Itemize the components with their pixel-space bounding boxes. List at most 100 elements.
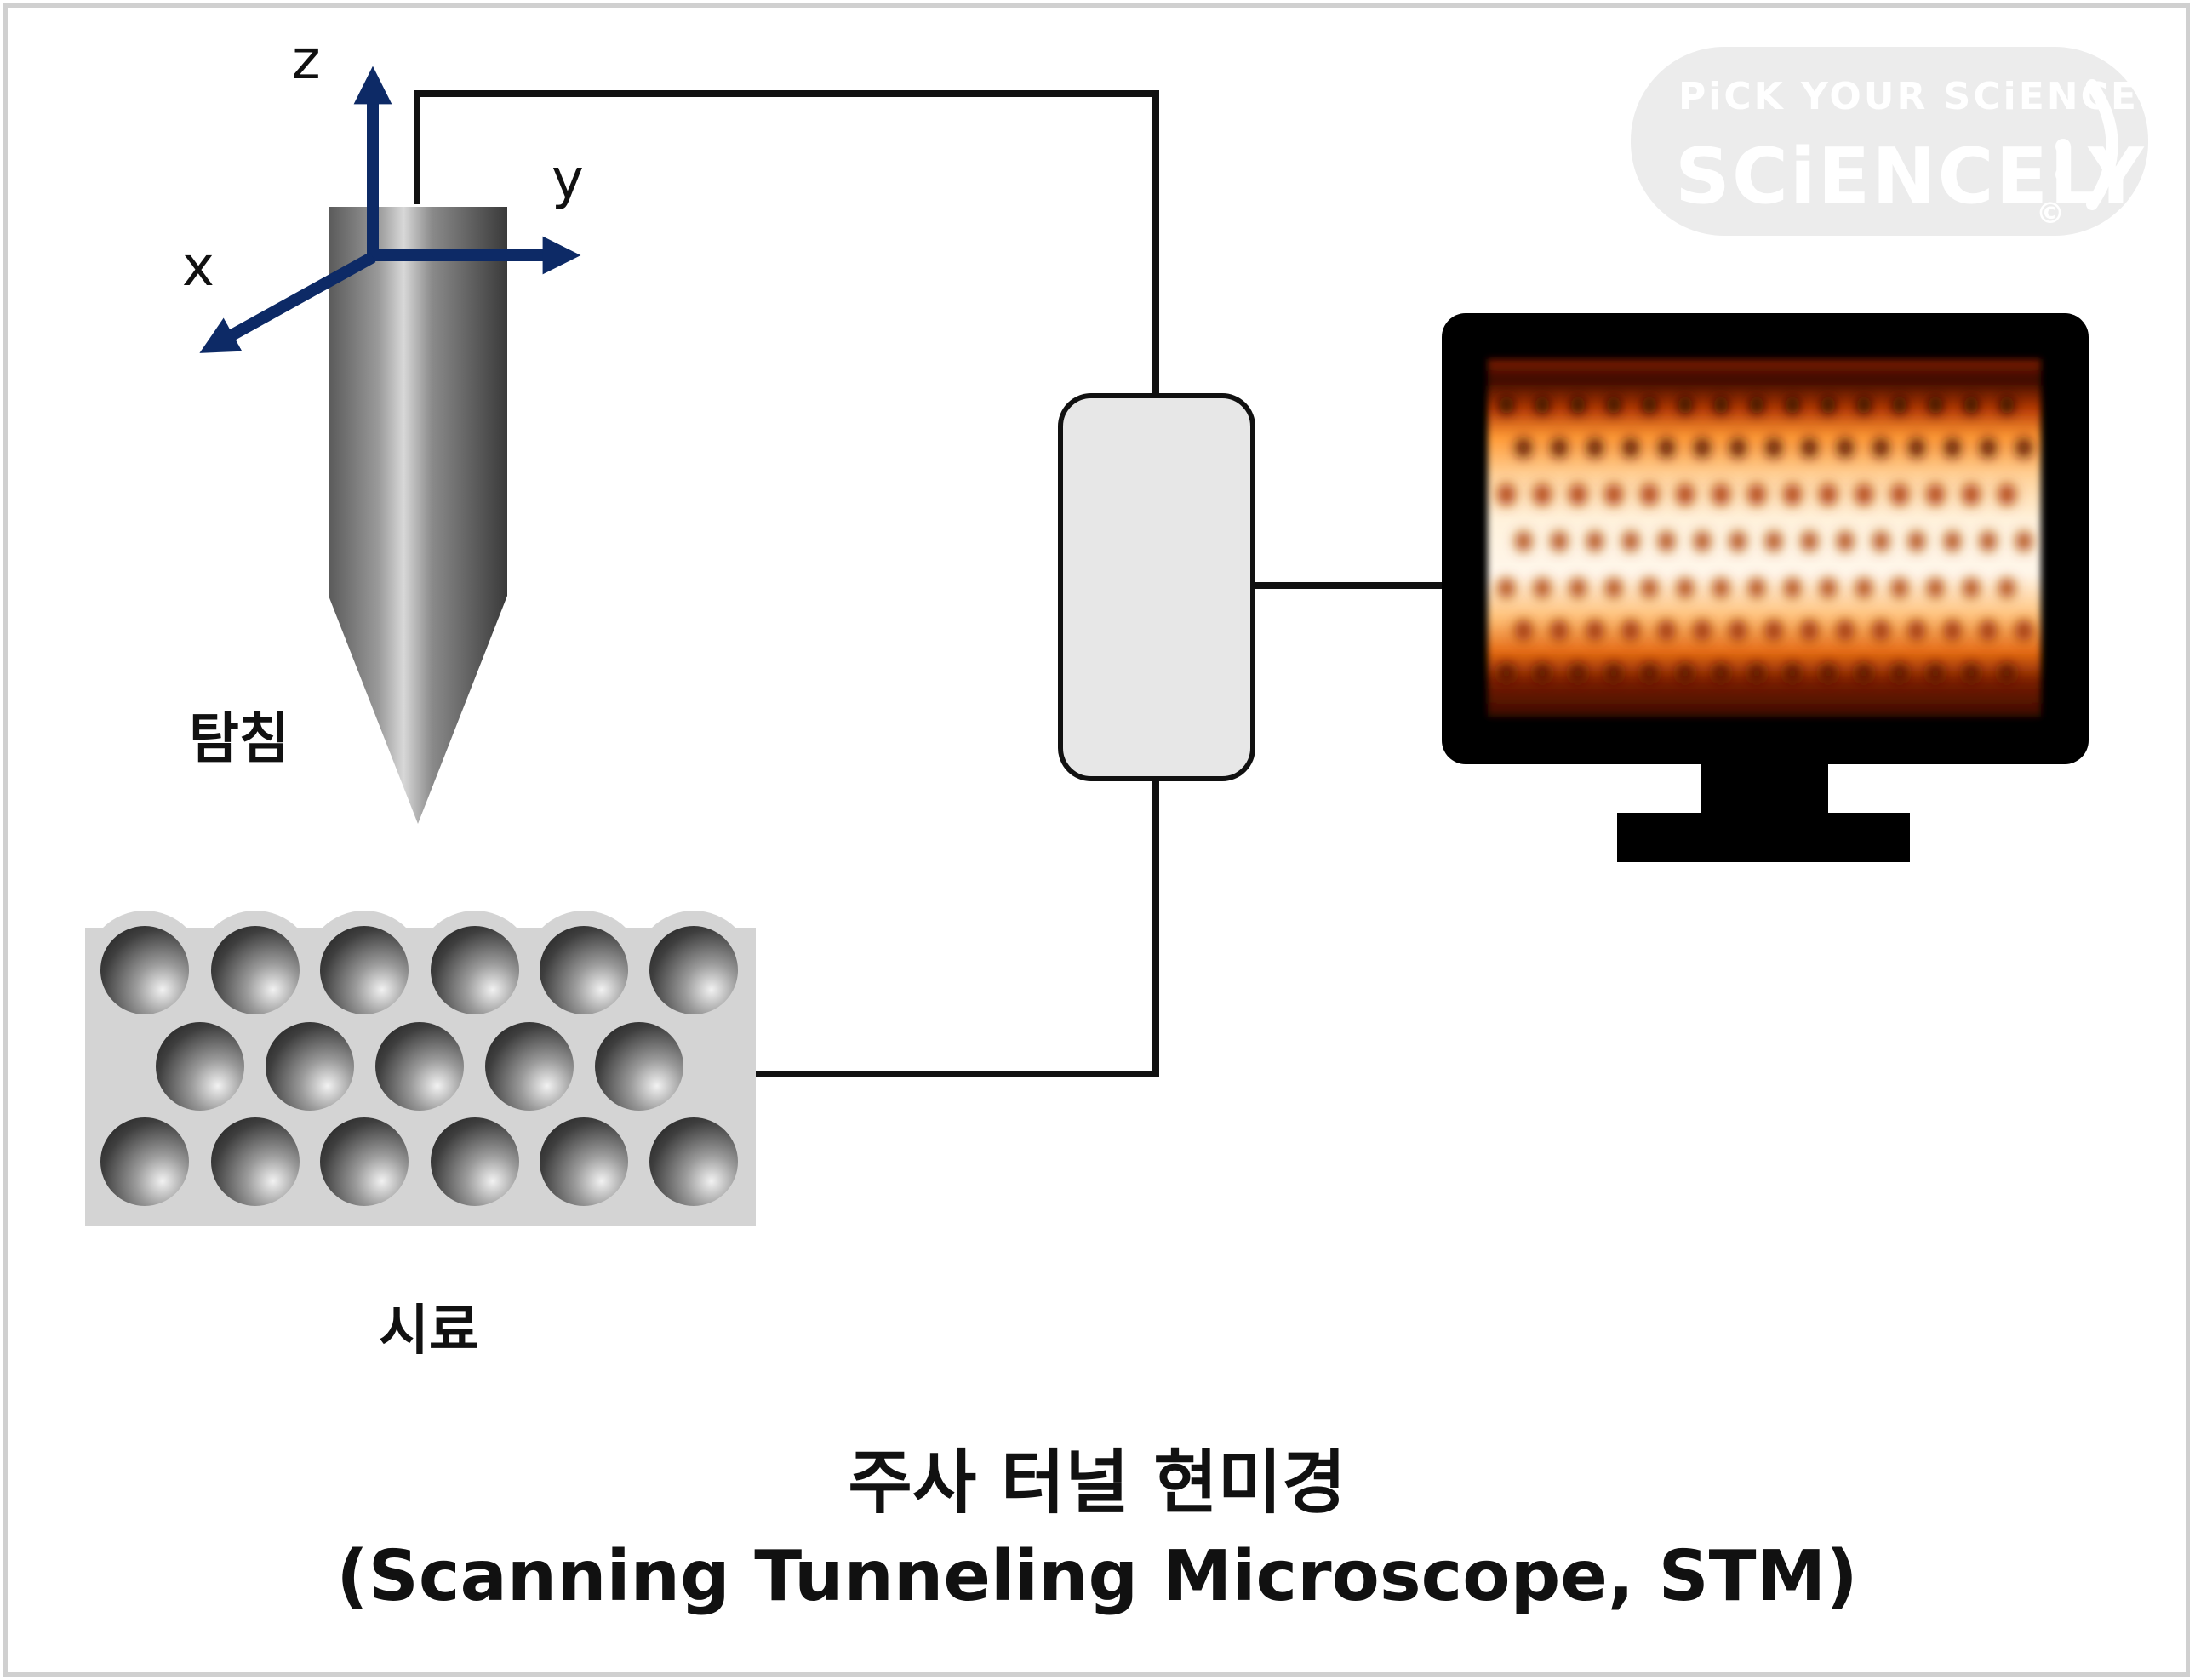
stm-image-dot [1533,483,1552,506]
logo-copyright: © [2036,197,2065,231]
stm-image-dot [1497,483,1516,506]
probe-label: 탐침 [189,708,289,771]
stm-image-dot [1926,483,1945,506]
z-axis-label: z [292,29,321,92]
monitor-icon [1442,313,2089,862]
stm-image-dot [1729,620,1747,642]
stm-image-dot [1606,396,1621,414]
stm-image-dot [2015,437,2032,458]
sample-atom [320,926,409,1014]
sample-atom [649,1117,738,1206]
stm-image-dot [1569,663,1586,683]
stm-image-dot [1963,396,1979,414]
sample-atom [100,926,189,1014]
stm-image-dot [1498,663,1515,683]
stm-image-dot [1785,396,1800,414]
stm-image-dot [1784,663,1801,683]
stm-image-dot [1980,531,1997,551]
stm-image-dot [1515,531,1532,551]
stm-image-dot [1891,578,1908,598]
stm-image-dot [1765,437,1782,458]
stm-image-dot [1551,531,1568,551]
stm-image-dot [1621,620,1640,642]
stm-image-dot [1872,531,1889,551]
stm-image-dot [1694,437,1711,458]
stm-image-dot [1748,663,1765,683]
sample-atom [431,926,519,1014]
stm-image-dot [1999,396,2015,414]
stm-image-dot [1927,663,1944,683]
stm-image-dot [1678,396,1693,414]
control-box-icon [1058,393,1255,781]
sample-atom [320,1117,409,1206]
logo-tagline: PiCK YOUR SCiENCE [1678,75,2139,118]
sample-atom [211,926,300,1014]
stm-image-dot [1605,578,1622,598]
stm-image-dot [1820,578,1837,598]
stm-image-dot [1907,620,1926,642]
stm-image-dot [1801,437,1818,458]
stm-image-dot [1586,620,1604,642]
sciencely-logo: PiCK YOUR SCiENCE SCiENCELY © [1631,47,2148,236]
stm-image-dot [1890,483,1909,506]
stm-image-dot [1712,663,1729,683]
sample-atom [649,926,738,1014]
stm-image-dot [1837,437,1854,458]
stm-image-dot [1872,620,1890,642]
stm-image-dot [1836,620,1855,642]
sample-atom [100,1117,189,1206]
stm-image-dot [1677,578,1694,598]
sample-atom [540,1117,628,1206]
stm-image-dot [1586,531,1603,551]
stm-image-dot [1641,663,1658,683]
stm-image-dot [1569,578,1586,598]
stm-image-dot [1783,483,1802,506]
axis-arrows-icon [199,66,581,353]
stm-image-dot [1855,483,1873,506]
sample-atom [431,1117,519,1206]
stm-image-dot [1515,437,1532,458]
stm-image-dot [1764,620,1783,642]
sample-atom [540,926,628,1014]
stm-image-dot [1570,396,1586,414]
title-korean: 주사 터널 현미경 [848,1443,1346,1523]
y-axis-label: y [552,148,584,211]
stm-image-dot [1998,663,2015,683]
stm-image-dot [2015,620,2033,642]
stm-image-dot [1712,578,1729,598]
sample-atom [485,1022,574,1111]
stm-image-dot [1658,437,1675,458]
stm-image-dot [1550,620,1569,642]
sample-atom [156,1022,244,1111]
stm-image-dot [1693,620,1712,642]
stm-image-dot [1800,620,1819,642]
sample-label: 시료 [379,1300,479,1363]
stm-image-dot [1979,620,1998,642]
stm-image-dot [1821,396,1836,414]
stm-image-dot [1642,396,1657,414]
stm-image-dot [1872,437,1889,458]
stm-image-dot [1747,483,1766,506]
probe-tip-icon [329,207,507,824]
stm-image-dot [1641,578,1658,598]
stm-image-dot [1694,531,1711,551]
stm-image-dot [1534,663,1551,683]
stm-image-dot [1514,620,1533,642]
stm-image-dot [1908,437,1925,458]
sample-atom [211,1117,300,1206]
stm-image-dot [1622,437,1639,458]
stm-image-dot [1944,531,1961,551]
stm-image-dot [1837,531,1854,551]
sample-atom [266,1022,354,1111]
stm-image-dot [1605,663,1622,683]
x-axis-label: x [182,236,214,299]
stm-image-dot [1943,620,1962,642]
stm-image-dot [1892,396,1907,414]
stm-image-screen [1488,359,2041,717]
sample-atoms-icon [85,911,756,1226]
stm-image-dot [1820,663,1837,683]
stm-image-dot [1963,578,1980,598]
stm-image-dot [1908,531,1925,551]
stm-image-dot [1998,483,2016,506]
stm-image-dot [1944,437,1961,458]
